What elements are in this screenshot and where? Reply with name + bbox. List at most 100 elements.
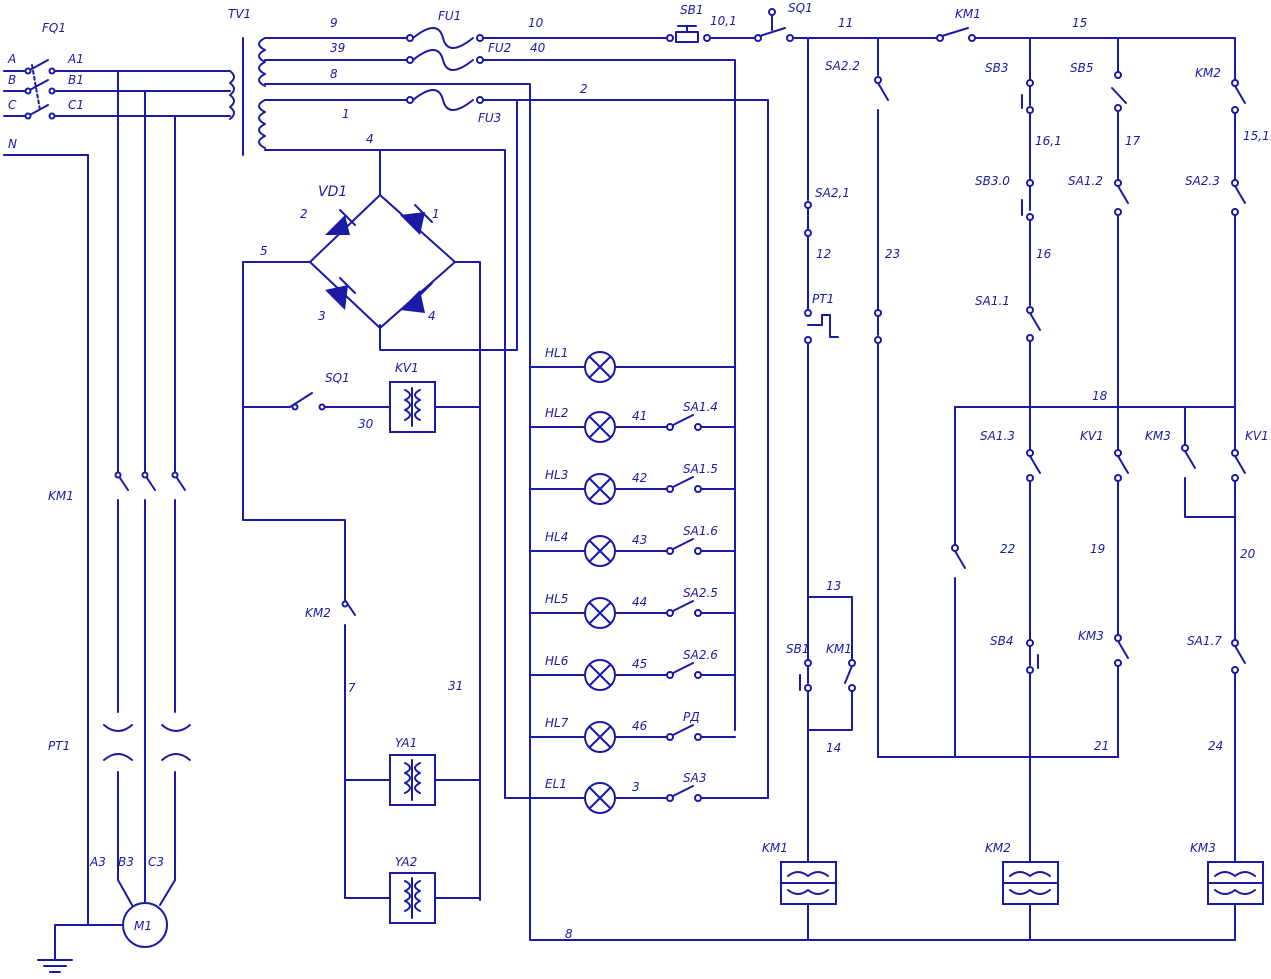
switch-terminal bbox=[666, 423, 674, 431]
wire-label: 41 bbox=[632, 409, 647, 423]
lamp-cross bbox=[589, 602, 611, 624]
label-km1-top: KM1 bbox=[955, 7, 981, 21]
switch-blade bbox=[672, 600, 694, 612]
label-wire-14: 14 bbox=[826, 741, 841, 755]
switch-blade bbox=[672, 538, 694, 550]
wire-label: 44 bbox=[632, 595, 647, 609]
label-km2-top: KM2 bbox=[1195, 66, 1221, 80]
switch-terminal bbox=[666, 733, 674, 741]
label-pt1-right: PT1 bbox=[812, 292, 834, 306]
label-wire-22: 22 bbox=[1000, 542, 1015, 556]
contactor-coil-km2 bbox=[1002, 861, 1059, 905]
label-kv1-contact2: KV1 bbox=[1245, 429, 1269, 443]
ground-icon bbox=[37, 959, 73, 973]
wire-label: 3 bbox=[632, 780, 640, 794]
label-wire-2: 2 bbox=[580, 82, 588, 96]
label-kv1: KV1 bbox=[395, 361, 419, 375]
label-sb1-top: SB1 bbox=[680, 3, 703, 17]
label-wire-40: 40 bbox=[530, 41, 546, 55]
label-fu3: FU3 bbox=[478, 111, 501, 125]
lamp-label: HL7 bbox=[545, 716, 569, 730]
switch-label: SA2.5 bbox=[683, 586, 718, 600]
label-wire-13: 13 bbox=[826, 579, 841, 593]
lamp-label: HL1 bbox=[545, 346, 568, 360]
label-wire-7: 7 bbox=[348, 681, 356, 695]
lamp-label: HL6 bbox=[545, 654, 569, 668]
label-m1: M1 bbox=[134, 919, 152, 933]
label-diode-1: 1 bbox=[432, 207, 440, 221]
label-km2-coil: KM2 bbox=[985, 841, 1011, 855]
label-b3: B3 bbox=[118, 855, 134, 869]
label-km1-left: KM1 bbox=[48, 489, 74, 503]
lamp-cross bbox=[589, 787, 611, 809]
label-wire-4: 4 bbox=[366, 132, 374, 146]
lamp-label: HL4 bbox=[545, 530, 568, 544]
fuse-fu1 bbox=[406, 27, 484, 49]
switch-blade bbox=[672, 785, 694, 797]
pt1-thermal-elements bbox=[100, 699, 195, 881]
label-wire-16: 16 bbox=[1036, 247, 1052, 261]
label-b: B bbox=[8, 73, 16, 87]
label-wire-10: 10 bbox=[528, 16, 544, 30]
label-sb5: SB5 bbox=[1070, 61, 1093, 75]
lamp-cross bbox=[589, 356, 611, 378]
label-sq1-top: SQ1 bbox=[788, 1, 813, 15]
label-sa1-1: SA1.1 bbox=[975, 294, 1010, 308]
label-kv1-contact1: KV1 bbox=[1080, 429, 1104, 443]
wire-label: 42 bbox=[632, 471, 647, 485]
label-km3-coil: KM3 bbox=[1190, 841, 1216, 855]
lamp-label: HL2 bbox=[545, 406, 568, 420]
label-diode-4: 4 bbox=[428, 309, 436, 323]
switch-blade bbox=[672, 662, 694, 674]
label-sb3-0: SB3.0 bbox=[975, 174, 1010, 188]
lamp-label: EL1 bbox=[545, 777, 567, 791]
label-c3: C3 bbox=[148, 855, 164, 869]
label-wire-20: 20 bbox=[1240, 547, 1256, 561]
label-sa2-2: SA2.2 bbox=[825, 59, 860, 73]
switch-blade bbox=[672, 724, 694, 736]
label-wire-21: 21 bbox=[1094, 739, 1109, 753]
label-wire-24: 24 bbox=[1208, 739, 1223, 753]
label-km2-mid: KM2 bbox=[305, 606, 331, 620]
label-wire-15-1: 15,1 bbox=[1243, 129, 1270, 143]
label-wire-12: 12 bbox=[816, 247, 831, 261]
switch-label: SA1.5 bbox=[683, 462, 718, 476]
label-tv1: TV1 bbox=[228, 7, 251, 21]
electromagnet-ya2 bbox=[389, 872, 436, 924]
label-wire-31: 31 bbox=[448, 679, 463, 693]
control-circuit bbox=[529, 8, 1264, 941]
label-wire-8-bottom: 8 bbox=[565, 927, 573, 941]
switch-label: SA3 bbox=[683, 771, 706, 785]
label-sb3: SB3 bbox=[985, 61, 1008, 75]
label-wire-10-1: 10,1 bbox=[710, 14, 737, 28]
label-wire-23: 23 bbox=[885, 247, 900, 261]
km1-main-contacts bbox=[110, 469, 186, 511]
switch-terminal bbox=[666, 547, 674, 555]
label-km3-contact: KM3 bbox=[1145, 429, 1171, 443]
label-n: N bbox=[8, 137, 17, 151]
label-fu1: FU1 bbox=[438, 9, 461, 23]
labels: FQ1 A A1 B B1 C C1 N TV1 9 39 8 1 4 FU1 … bbox=[7, 1, 1270, 941]
switch-label: SA2.6 bbox=[683, 648, 718, 662]
switch-terminal bbox=[666, 671, 674, 679]
switch-terminal bbox=[666, 609, 674, 617]
switch-terminal bbox=[666, 485, 674, 493]
label-ya1: YA1 bbox=[395, 736, 417, 750]
label-wire-18: 18 bbox=[1092, 389, 1108, 403]
wire-label: 46 bbox=[632, 719, 648, 733]
lamp-cross bbox=[589, 664, 611, 686]
label-sb1-mid: SB1 bbox=[786, 642, 809, 656]
switch-label: SA1.4 bbox=[683, 400, 718, 414]
power-section bbox=[3, 37, 244, 973]
switch-label: SA1.6 bbox=[683, 524, 718, 538]
label-vd1: VD1 bbox=[318, 184, 347, 200]
switch-label: РД bbox=[683, 710, 700, 724]
label-wire-30: 30 bbox=[358, 417, 374, 431]
label-sa1-3: SA1.3 bbox=[980, 429, 1015, 443]
label-wire-5: 5 bbox=[260, 244, 268, 258]
label-b1: B1 bbox=[68, 73, 84, 87]
label-wire-39: 39 bbox=[330, 41, 345, 55]
label-wire-8: 8 bbox=[330, 67, 338, 81]
label-a: A bbox=[7, 52, 16, 66]
